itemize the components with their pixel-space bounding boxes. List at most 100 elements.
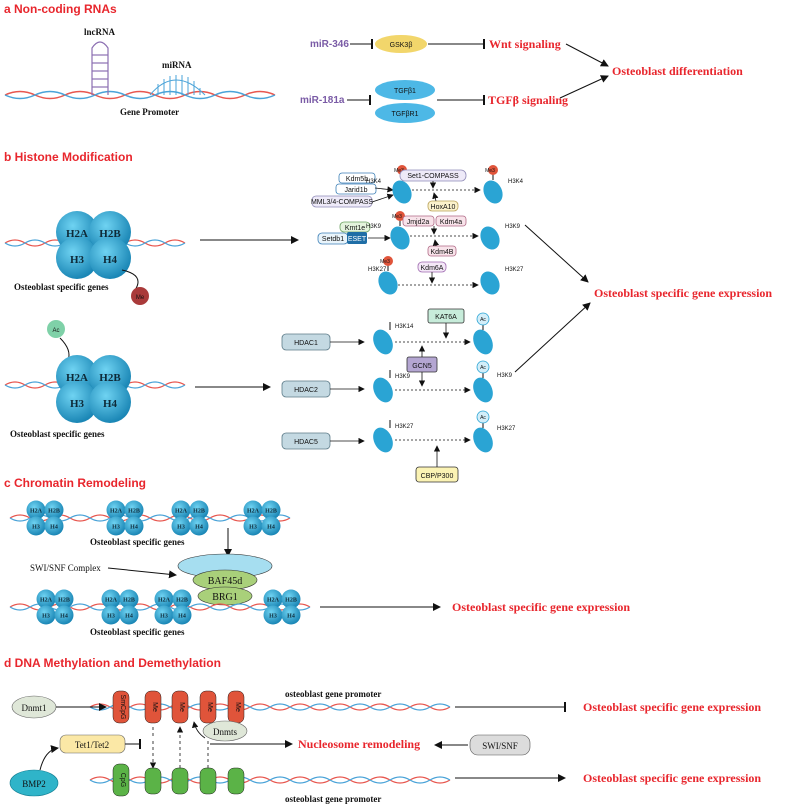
c-genes2-label: Osteoblast specific genes xyxy=(90,627,185,637)
small-histone-label: H3 xyxy=(107,614,115,620)
small-histone-subunit xyxy=(124,500,144,520)
small-histone-subunit xyxy=(171,500,191,520)
histone-h3-b2: H3 xyxy=(70,398,85,410)
svg-text:Set1-COMPASS: Set1-COMPASS xyxy=(407,173,459,180)
small-histone-subunit xyxy=(281,605,301,625)
ac-label-2: Ac xyxy=(480,365,486,371)
small-histone-label: H4 xyxy=(195,525,203,531)
nucleosome-h3k9-right xyxy=(480,226,500,250)
mml-compass-box: MML3/4-COMPASS xyxy=(311,195,373,208)
small-histone-subunit xyxy=(44,516,64,536)
svg-text:KAT6A: KAT6A xyxy=(435,314,457,321)
kdm6a-box: Kdm6A xyxy=(417,261,447,273)
setdb1-box: Setdb1 xyxy=(317,232,349,245)
small-histone-subunit xyxy=(26,516,46,536)
small-histone-label: H2A xyxy=(40,598,53,604)
svg-text:SmCpG: SmCpG xyxy=(119,695,126,720)
h3k14-label: H3K14 xyxy=(395,324,414,330)
me-block-4: Me xyxy=(227,690,245,724)
methyl-mark-b1 xyxy=(131,287,149,305)
chromatin-output-label: Osteoblast specific gene expression xyxy=(452,600,630,614)
small-histone-subunit xyxy=(44,500,64,520)
small-histone-label: H4 xyxy=(178,614,186,620)
promoter-bottom-label: osteoblast gene promoter xyxy=(285,794,381,804)
svg-text:Me: Me xyxy=(151,702,158,712)
histone-h2b-b2: H2B xyxy=(99,372,121,384)
small-histone-label: H2B xyxy=(58,598,70,604)
histone-h2a: H2A xyxy=(66,228,88,240)
swi-snf-complex-label: SWI/SNF Complex xyxy=(30,563,101,573)
svg-text:Tet1/Tet2: Tet1/Tet2 xyxy=(75,740,109,750)
small-histone-label: H2A xyxy=(105,598,118,604)
svg-text:GCN5: GCN5 xyxy=(412,363,432,370)
bmp2-label: BMP2 xyxy=(22,779,46,789)
h3k9-label-right: H3K9 xyxy=(505,224,521,230)
svg-text:Me: Me xyxy=(178,702,185,712)
small-histone-label: H4 xyxy=(125,614,133,620)
svg-text:ESET: ESET xyxy=(348,236,367,243)
nucleosome-h3k27-left-ac xyxy=(373,420,393,453)
small-histone-subunit xyxy=(261,516,281,536)
dna-helix-d-bottom xyxy=(89,776,451,784)
nucleosome-h3k9-left-ac xyxy=(373,370,393,403)
section-b-title: b Histone Modification xyxy=(4,150,133,164)
nucleosome-h3k27-left xyxy=(378,256,398,295)
small-histone-label: H4 xyxy=(287,614,295,620)
small-histone-subunit xyxy=(101,605,121,625)
small-histone-subunit xyxy=(172,589,192,609)
small-histone-subunit xyxy=(36,589,56,609)
small-histone-label: H2B xyxy=(285,598,297,604)
h3k4-label-left: H3K4 xyxy=(366,179,382,185)
h3k4-label-right: H3K4 xyxy=(508,179,524,185)
mirna-label: miRNA xyxy=(162,60,192,70)
small-histone-label: H2B xyxy=(128,509,140,515)
gsk3b-label: GSK3β xyxy=(390,42,413,49)
svg-text:HoxA10: HoxA10 xyxy=(431,204,456,211)
small-histone-subunit xyxy=(261,500,281,520)
small-histone-label: H2A xyxy=(175,509,188,515)
c-genes1-label: Osteoblast specific genes xyxy=(90,537,185,547)
hoxa10-box: HoxA10 xyxy=(427,200,459,212)
small-histone-subunit xyxy=(119,605,139,625)
small-histone-label: H2B xyxy=(265,509,277,515)
ac-label-3: Ac xyxy=(480,415,486,421)
small-histone-label: H2A xyxy=(247,509,260,515)
small-histone-label: H2A xyxy=(30,509,43,515)
nucleosome-h3k14-left xyxy=(373,322,393,355)
set1-compass-box: Set1-COMPASS xyxy=(399,169,467,182)
kdm4a-box: Kdm4a xyxy=(435,215,467,227)
small-histone-subunit xyxy=(154,589,174,609)
histone-h4: H4 xyxy=(103,254,118,266)
smcpg-block: SmCpG xyxy=(112,690,130,724)
svg-text:Kdm5b: Kdm5b xyxy=(346,176,368,183)
me3-label-2: Me3 xyxy=(392,214,402,220)
demethylation-arrows xyxy=(149,726,209,769)
svg-text:Kdm4a: Kdm4a xyxy=(440,219,462,226)
svg-text:CpG: CpG xyxy=(119,773,126,787)
small-histone-subunit xyxy=(54,589,74,609)
svg-text:Setdb1: Setdb1 xyxy=(322,236,344,243)
gene-promoter-label: Gene Promoter xyxy=(120,107,179,117)
svg-text:Me: Me xyxy=(206,702,213,712)
cbp-p300-box: CBP/P300 xyxy=(415,466,459,483)
small-histone-subunit xyxy=(106,500,126,520)
lncrna-label: lncRNA xyxy=(84,27,115,37)
section-c-title: c Chromatin Remodeling xyxy=(4,476,146,490)
small-histone-label: H4 xyxy=(50,525,58,531)
jmjd2a-box: Jmjd2a xyxy=(402,215,435,227)
gsk3b-node xyxy=(375,35,427,53)
me-block-2: Me xyxy=(171,690,189,724)
small-histone-label: H2A xyxy=(158,598,171,604)
ac-label-1: Ac xyxy=(480,317,486,323)
small-histone-label: H2B xyxy=(48,509,60,515)
histone-octamer-b1 xyxy=(56,211,131,279)
tgfbr1-label: TGFβR1 xyxy=(392,111,419,118)
small-histone-label: H2A xyxy=(110,509,123,515)
